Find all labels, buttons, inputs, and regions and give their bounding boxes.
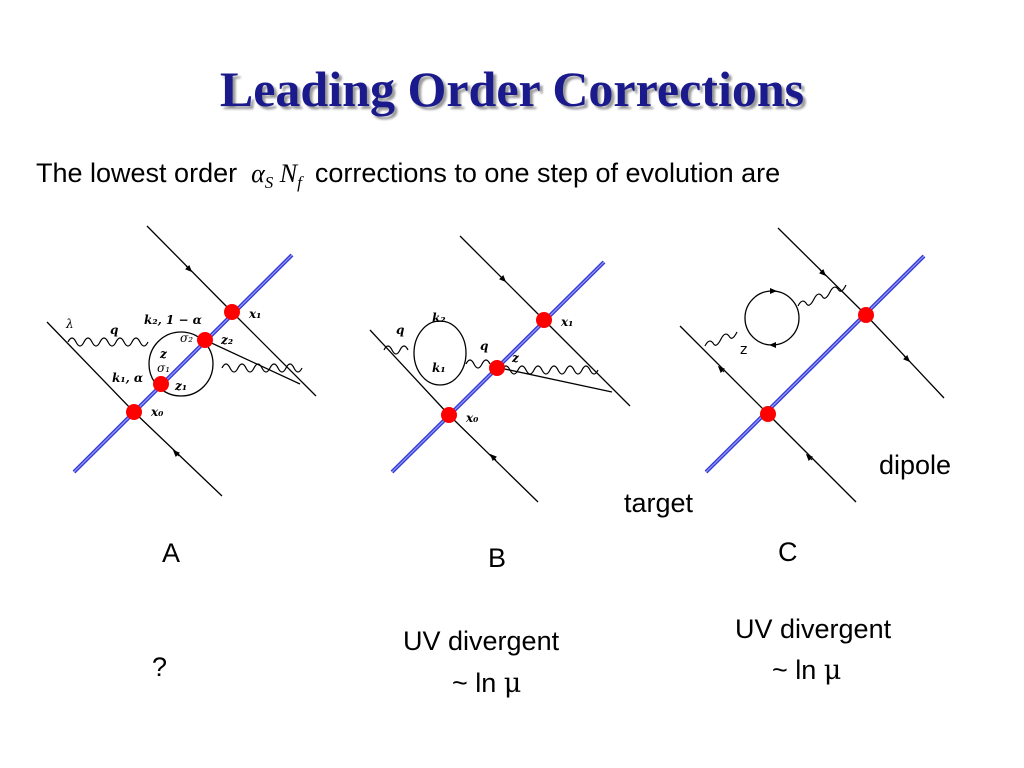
diagram-b: q k₂ k₁ q z x₁ x₀ <box>369 235 631 503</box>
diagram-b-caption: B <box>488 543 507 573</box>
diagram-c-mu-symbol: μ <box>823 655 842 686</box>
diagram-c-arrow-4 <box>805 453 813 461</box>
diagram-b-arrow-1 <box>499 275 507 283</box>
diagram-b-vertex-x1 <box>536 312 552 328</box>
n-subscript: f <box>297 173 302 193</box>
diagram-c-note-line1: UV divergent <box>735 614 892 644</box>
subtitle-suffix: corrections to one step of evolution are <box>314 158 781 188</box>
diagram-a-label-sigma1: σ₁ <box>157 361 170 375</box>
diagram-b-loop <box>413 320 467 386</box>
diagram-b-note-line2: ~ ln μ <box>452 668 521 699</box>
diagram-b-mu-symbol: μ <box>503 668 522 699</box>
diagram-a-caption: A <box>162 538 181 568</box>
diagram-c-arrow-1 <box>819 269 827 277</box>
diagram-a-label-sigma2: σ₂ <box>180 331 193 345</box>
diagram-a-label-z1: z₁ <box>174 379 187 393</box>
diagram-b-gluon-out <box>501 365 599 375</box>
diagram-a-label-lambda: λ <box>65 317 74 331</box>
diagram-c-arrow-2 <box>903 355 911 363</box>
diagram-a-exit-line <box>204 339 301 385</box>
diagram-b-label-x0: x₀ <box>465 411 479 425</box>
diagram-b-label-x1: x₁ <box>560 315 573 329</box>
diagram-a-label-z2: z₂ <box>220 333 233 347</box>
diagram-c-gluon-right <box>797 284 847 307</box>
diagram-b-vertex-x0 <box>441 407 457 423</box>
diagram-c-antiquark-line <box>767 413 857 503</box>
diagram-b-label-q-right: q <box>480 339 488 353</box>
diagram-c-note-line2: ~ ln μ <box>772 655 841 686</box>
diagram-c-note-prefix: ~ ln <box>772 655 824 685</box>
diagram-c: z <box>679 227 945 503</box>
diagram-a-gluon-in <box>67 337 149 347</box>
diagram-a-quark-line-mid <box>231 311 317 397</box>
subtitle: The lowest order αS Nf corrections to on… <box>36 158 780 193</box>
diagram-b-note-line1: UV divergent <box>403 626 560 656</box>
diagram-b-label-k1: k₁ <box>432 361 446 375</box>
diagram-a-label-x0: x₀ <box>150 405 164 419</box>
diagram-b-label-k2: k₂ <box>432 311 446 325</box>
diagram-b-incoming-line <box>369 329 450 416</box>
alpha-s-nf-formula: αS Nf <box>245 159 315 192</box>
n-symbol: N <box>279 159 298 188</box>
diagram-a-label-k1: k₁, α <box>112 371 143 385</box>
diagram-a-arrow-2 <box>172 449 180 457</box>
diagram-a-gluon-out <box>221 363 303 373</box>
page-title: Leading Order Corrections <box>219 61 805 117</box>
diagram-a-vertex-z1 <box>153 376 169 392</box>
diagram-a-incoming-line <box>46 321 135 413</box>
diagram-c-arrow-3 <box>717 365 725 373</box>
dipole-label: dipole <box>879 450 952 480</box>
diagram-a-label-q: q <box>110 323 118 337</box>
diagram-a-label-z: z <box>159 347 168 361</box>
diagram-b-note-prefix: ~ ln <box>452 668 504 698</box>
diagram-a-shockwave-core <box>73 254 293 473</box>
diagram-a-vertex-z2 <box>197 332 213 348</box>
diagram-b-label-q-left: q <box>396 323 404 337</box>
alpha-symbol: α <box>251 159 265 188</box>
diagram-c-vertex-bottom <box>760 406 776 422</box>
diagram-c-loop <box>744 290 800 346</box>
diagram-a: λ q k₂, 1 − α k₁, α σ₂ σ₁ z z₂ z₁ x₁ x₀ <box>46 225 317 497</box>
diagram-b-antiquark-line <box>448 414 539 503</box>
diagram-c-shockwave-core <box>705 255 925 473</box>
diagram-b-gluon-mid <box>465 359 491 369</box>
diagram-a-label-x1: x₁ <box>248 307 261 321</box>
diagram-b-label-z: z <box>511 351 520 365</box>
diagram-b-arrow-2 <box>489 453 497 461</box>
subtitle-prefix: The lowest order <box>36 158 238 188</box>
alpha-subscript: S <box>264 173 274 193</box>
diagram-c-caption: C <box>778 537 798 567</box>
diagram-a-note: ? <box>152 652 168 682</box>
diagram-b-gluon-in <box>383 345 409 355</box>
diagram-c-vertex-top <box>858 307 874 323</box>
diagram-c-gluon-left <box>704 331 738 347</box>
diagram-a-antiquark-line <box>133 411 223 497</box>
diagram-a-label-k2: k₂, 1 − α <box>144 313 202 327</box>
diagram-a-arrow-1 <box>185 265 193 273</box>
diagram-b-exit-line <box>499 367 613 393</box>
diagram-b-quark-line-mid <box>543 319 631 407</box>
diagram-a-loop <box>148 331 214 397</box>
diagram-b-vertex-z <box>489 360 505 376</box>
diagram-a-vertex-x1 <box>224 304 240 320</box>
target-label: target <box>624 488 694 518</box>
diagram-c-label-z: z <box>740 342 747 358</box>
diagram-a-vertex-x0 <box>126 404 142 420</box>
